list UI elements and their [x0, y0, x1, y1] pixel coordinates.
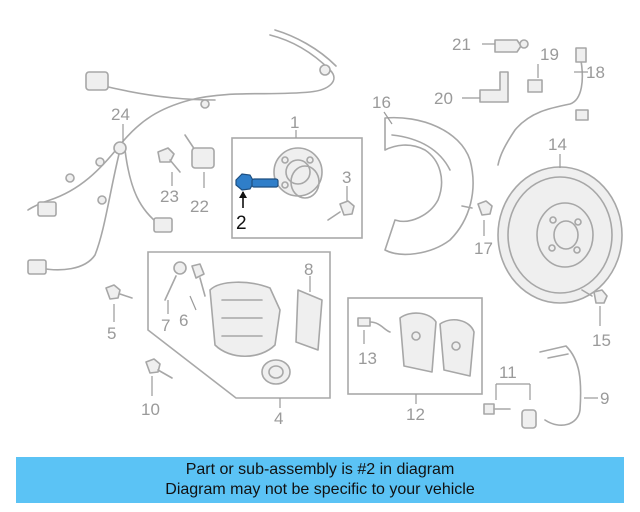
callout-14: 14	[548, 135, 567, 154]
callout-4: 4	[274, 409, 283, 428]
callout-12: 12	[406, 405, 425, 424]
callout-18: 18	[586, 63, 605, 82]
callout-7: 7	[161, 316, 170, 335]
sensor-21-drawing	[482, 39, 529, 53]
bolt-15-drawing	[581, 289, 608, 326]
bracket-20-drawing	[462, 71, 509, 103]
parts-diagram: 1 2 3 4 5 6 7 8 9 10 11 12 13 14 15 16 1…	[27, 29, 623, 429]
callout-24: 24	[111, 105, 130, 124]
bleeder-6-drawing	[189, 263, 206, 311]
group-box-1	[231, 137, 363, 239]
callout-22: 22	[190, 197, 209, 216]
bolt-23-drawing	[157, 147, 181, 186]
bolt-10-drawing	[145, 358, 173, 396]
wear-sensor-13-drawing	[357, 317, 391, 344]
group-box-12	[347, 297, 483, 395]
callout-16: 16	[372, 93, 391, 112]
splash-shield-16-drawing	[383, 111, 474, 256]
bolt-17-drawing	[461, 200, 493, 236]
sensor-22-drawing	[184, 134, 215, 188]
dust-shield-9-drawing	[539, 345, 598, 426]
wheel-hub-drawing	[273, 147, 323, 199]
callout-9: 9	[600, 389, 609, 408]
callout-8: 8	[304, 260, 313, 279]
bolt-5-drawing	[105, 284, 133, 322]
callout-19: 19	[540, 45, 559, 64]
banner-line-2: Diagram may not be specific to your vehi…	[165, 481, 475, 498]
callout-23: 23	[160, 187, 179, 206]
wiring-harness-drawing	[27, 29, 337, 275]
highlighted-bolt-2	[235, 173, 279, 208]
spring-bolt-11-drawing	[483, 383, 537, 429]
callout-17: 17	[474, 239, 493, 258]
brake-disc-14-drawing	[497, 154, 623, 304]
group-box-4	[147, 251, 331, 399]
callout-5: 5	[107, 324, 116, 343]
callout-21: 21	[452, 35, 471, 54]
callout-6: 6	[179, 311, 188, 330]
caliper-drawing	[209, 281, 291, 385]
info-banner: Part or sub-assembly is #2 in diagram Di…	[16, 457, 624, 503]
brake-hose-18-drawing	[497, 47, 589, 166]
clip-19-drawing	[527, 64, 543, 93]
brake-pad-8-drawing	[295, 276, 323, 351]
banner-line-1: Part or sub-assembly is #2 in diagram	[185, 461, 455, 478]
bolt-3-drawing	[327, 186, 355, 221]
callout-10: 10	[141, 400, 160, 419]
guide-pin-7-drawing	[164, 261, 187, 314]
callout-20: 20	[434, 89, 453, 108]
callout-15: 15	[592, 331, 611, 350]
callout-11: 11	[499, 363, 517, 382]
pad-set-drawing	[399, 312, 475, 377]
callout-13: 13	[358, 349, 377, 368]
callout-3: 3	[342, 168, 351, 187]
callout-2: 2	[236, 213, 247, 234]
callout-1: 1	[290, 113, 299, 132]
